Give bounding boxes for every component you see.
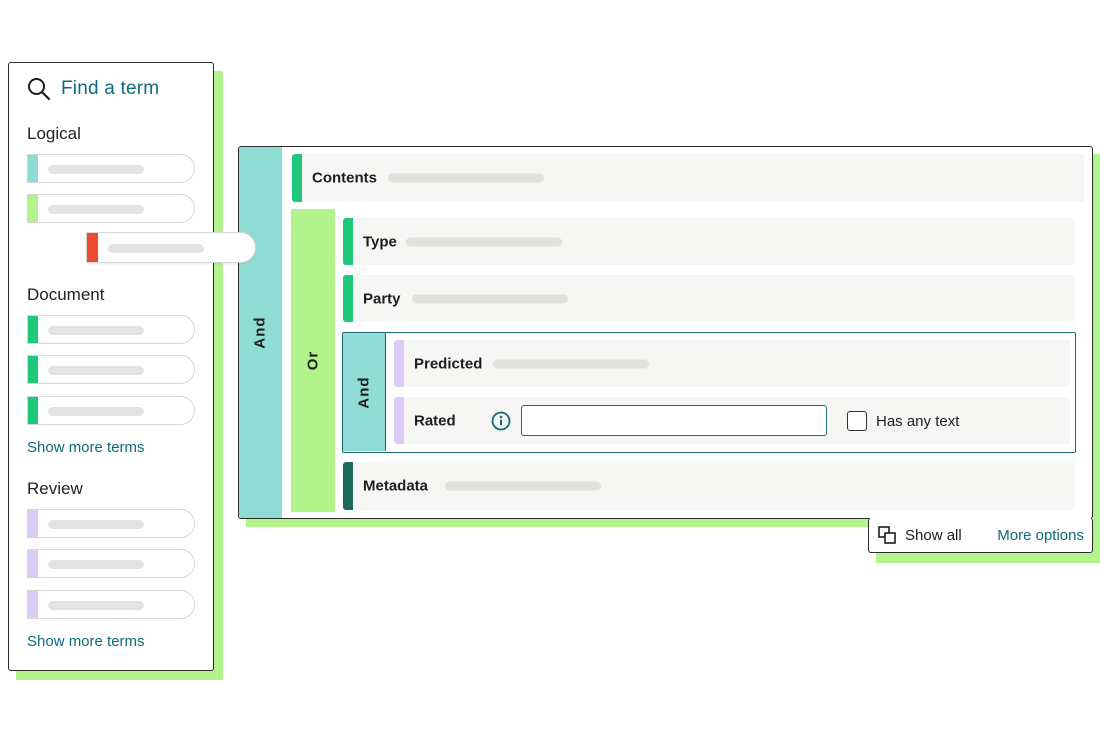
term-placeholder-bar (48, 165, 144, 174)
row-accent (343, 275, 353, 322)
section-title-logical: Logical (27, 124, 81, 143)
nested-and-label: And (355, 375, 373, 409)
search-icon (28, 78, 51, 101)
term-item-document-3[interactable] (27, 396, 195, 425)
term-color-tab (28, 397, 38, 424)
builder-footer: Show all More options (868, 518, 1093, 553)
term-item-document-1[interactable] (27, 315, 195, 344)
condition-row-metadata[interactable]: Metadata (343, 462, 1075, 510)
row-placeholder-bar (406, 237, 562, 246)
condition-row-predicted[interactable]: Predicted (394, 340, 1070, 387)
or-label: Or (304, 350, 322, 371)
term-placeholder-bar (48, 407, 144, 416)
term-placeholder-bar (48, 326, 144, 335)
term-placeholder-bar (108, 244, 204, 253)
row-accent (292, 154, 302, 202)
rated-row-overlay: Rated (394, 397, 1070, 444)
show-all-button[interactable]: Show all (878, 526, 962, 544)
term-color-tab (28, 356, 38, 383)
more-options-link[interactable]: More options (997, 527, 1084, 544)
outer-and-label: And (251, 316, 269, 349)
term-item-review-1[interactable] (27, 509, 195, 538)
term-color-tab (28, 316, 38, 343)
term-placeholder-bar (48, 560, 144, 569)
term-placeholder-bar (48, 205, 144, 214)
term-color-tab (28, 195, 38, 222)
section-title-review: Review (27, 479, 83, 498)
find-term-search[interactable]: Find a term (27, 77, 159, 101)
term-placeholder-bar (48, 366, 144, 375)
or-operator[interactable]: Or (291, 209, 335, 512)
row-label-contents: Contents (312, 169, 377, 187)
term-item-review-3[interactable] (27, 590, 195, 619)
row-accent (394, 397, 404, 444)
find-term-label: Find a term (61, 78, 160, 99)
term-item-logical-1[interactable] (27, 154, 195, 183)
has-any-text-label: Has any text (876, 413, 960, 430)
row-label-party: Party (363, 290, 401, 307)
condition-row-party[interactable]: Party (343, 275, 1075, 322)
term-color-tab (28, 591, 38, 618)
condition-row-contents[interactable]: Contents (292, 154, 1084, 202)
dragging-term-item[interactable] (86, 232, 256, 263)
row-placeholder-bar (388, 173, 544, 183)
term-color-tab (28, 510, 38, 537)
query-builder: And Contents Or Type Party And Predicted… (238, 146, 1093, 519)
copy-stack-icon (878, 526, 896, 544)
has-any-text-checkbox[interactable] (847, 411, 867, 431)
row-placeholder-bar (445, 481, 601, 491)
row-accent (394, 340, 404, 387)
term-item-logical-2[interactable] (27, 194, 195, 223)
term-placeholder-bar (48, 601, 144, 610)
row-accent (343, 218, 353, 265)
show-more-review-link[interactable]: Show more terms (27, 633, 145, 650)
row-placeholder-bar (412, 294, 568, 303)
info-icon[interactable] (491, 411, 511, 431)
term-color-tab (87, 233, 98, 262)
term-color-tab (28, 155, 38, 182)
row-label-type: Type (363, 233, 397, 250)
term-color-tab (28, 550, 38, 577)
row-placeholder-bar (493, 359, 649, 368)
outer-and-operator[interactable]: And (239, 147, 282, 518)
show-all-label: Show all (905, 526, 962, 544)
condition-row-type[interactable]: Type (343, 218, 1075, 265)
show-more-document-link[interactable]: Show more terms (27, 439, 145, 456)
nested-and-group: And Predicted Rated Has any text (342, 332, 1076, 453)
term-item-review-2[interactable] (27, 549, 195, 578)
term-item-document-2[interactable] (27, 355, 195, 384)
nested-and-operator[interactable]: And (343, 333, 386, 451)
row-accent (343, 462, 353, 510)
row-label-rated: Rated (414, 412, 456, 429)
term-placeholder-bar (48, 520, 144, 529)
term-palette: Find a term Logical Document Show more t… (8, 62, 214, 671)
section-title-document: Document (27, 285, 105, 304)
row-label-metadata: Metadata (363, 477, 429, 495)
row-label-predicted: Predicted (414, 355, 483, 372)
rated-text-input[interactable] (521, 405, 827, 436)
